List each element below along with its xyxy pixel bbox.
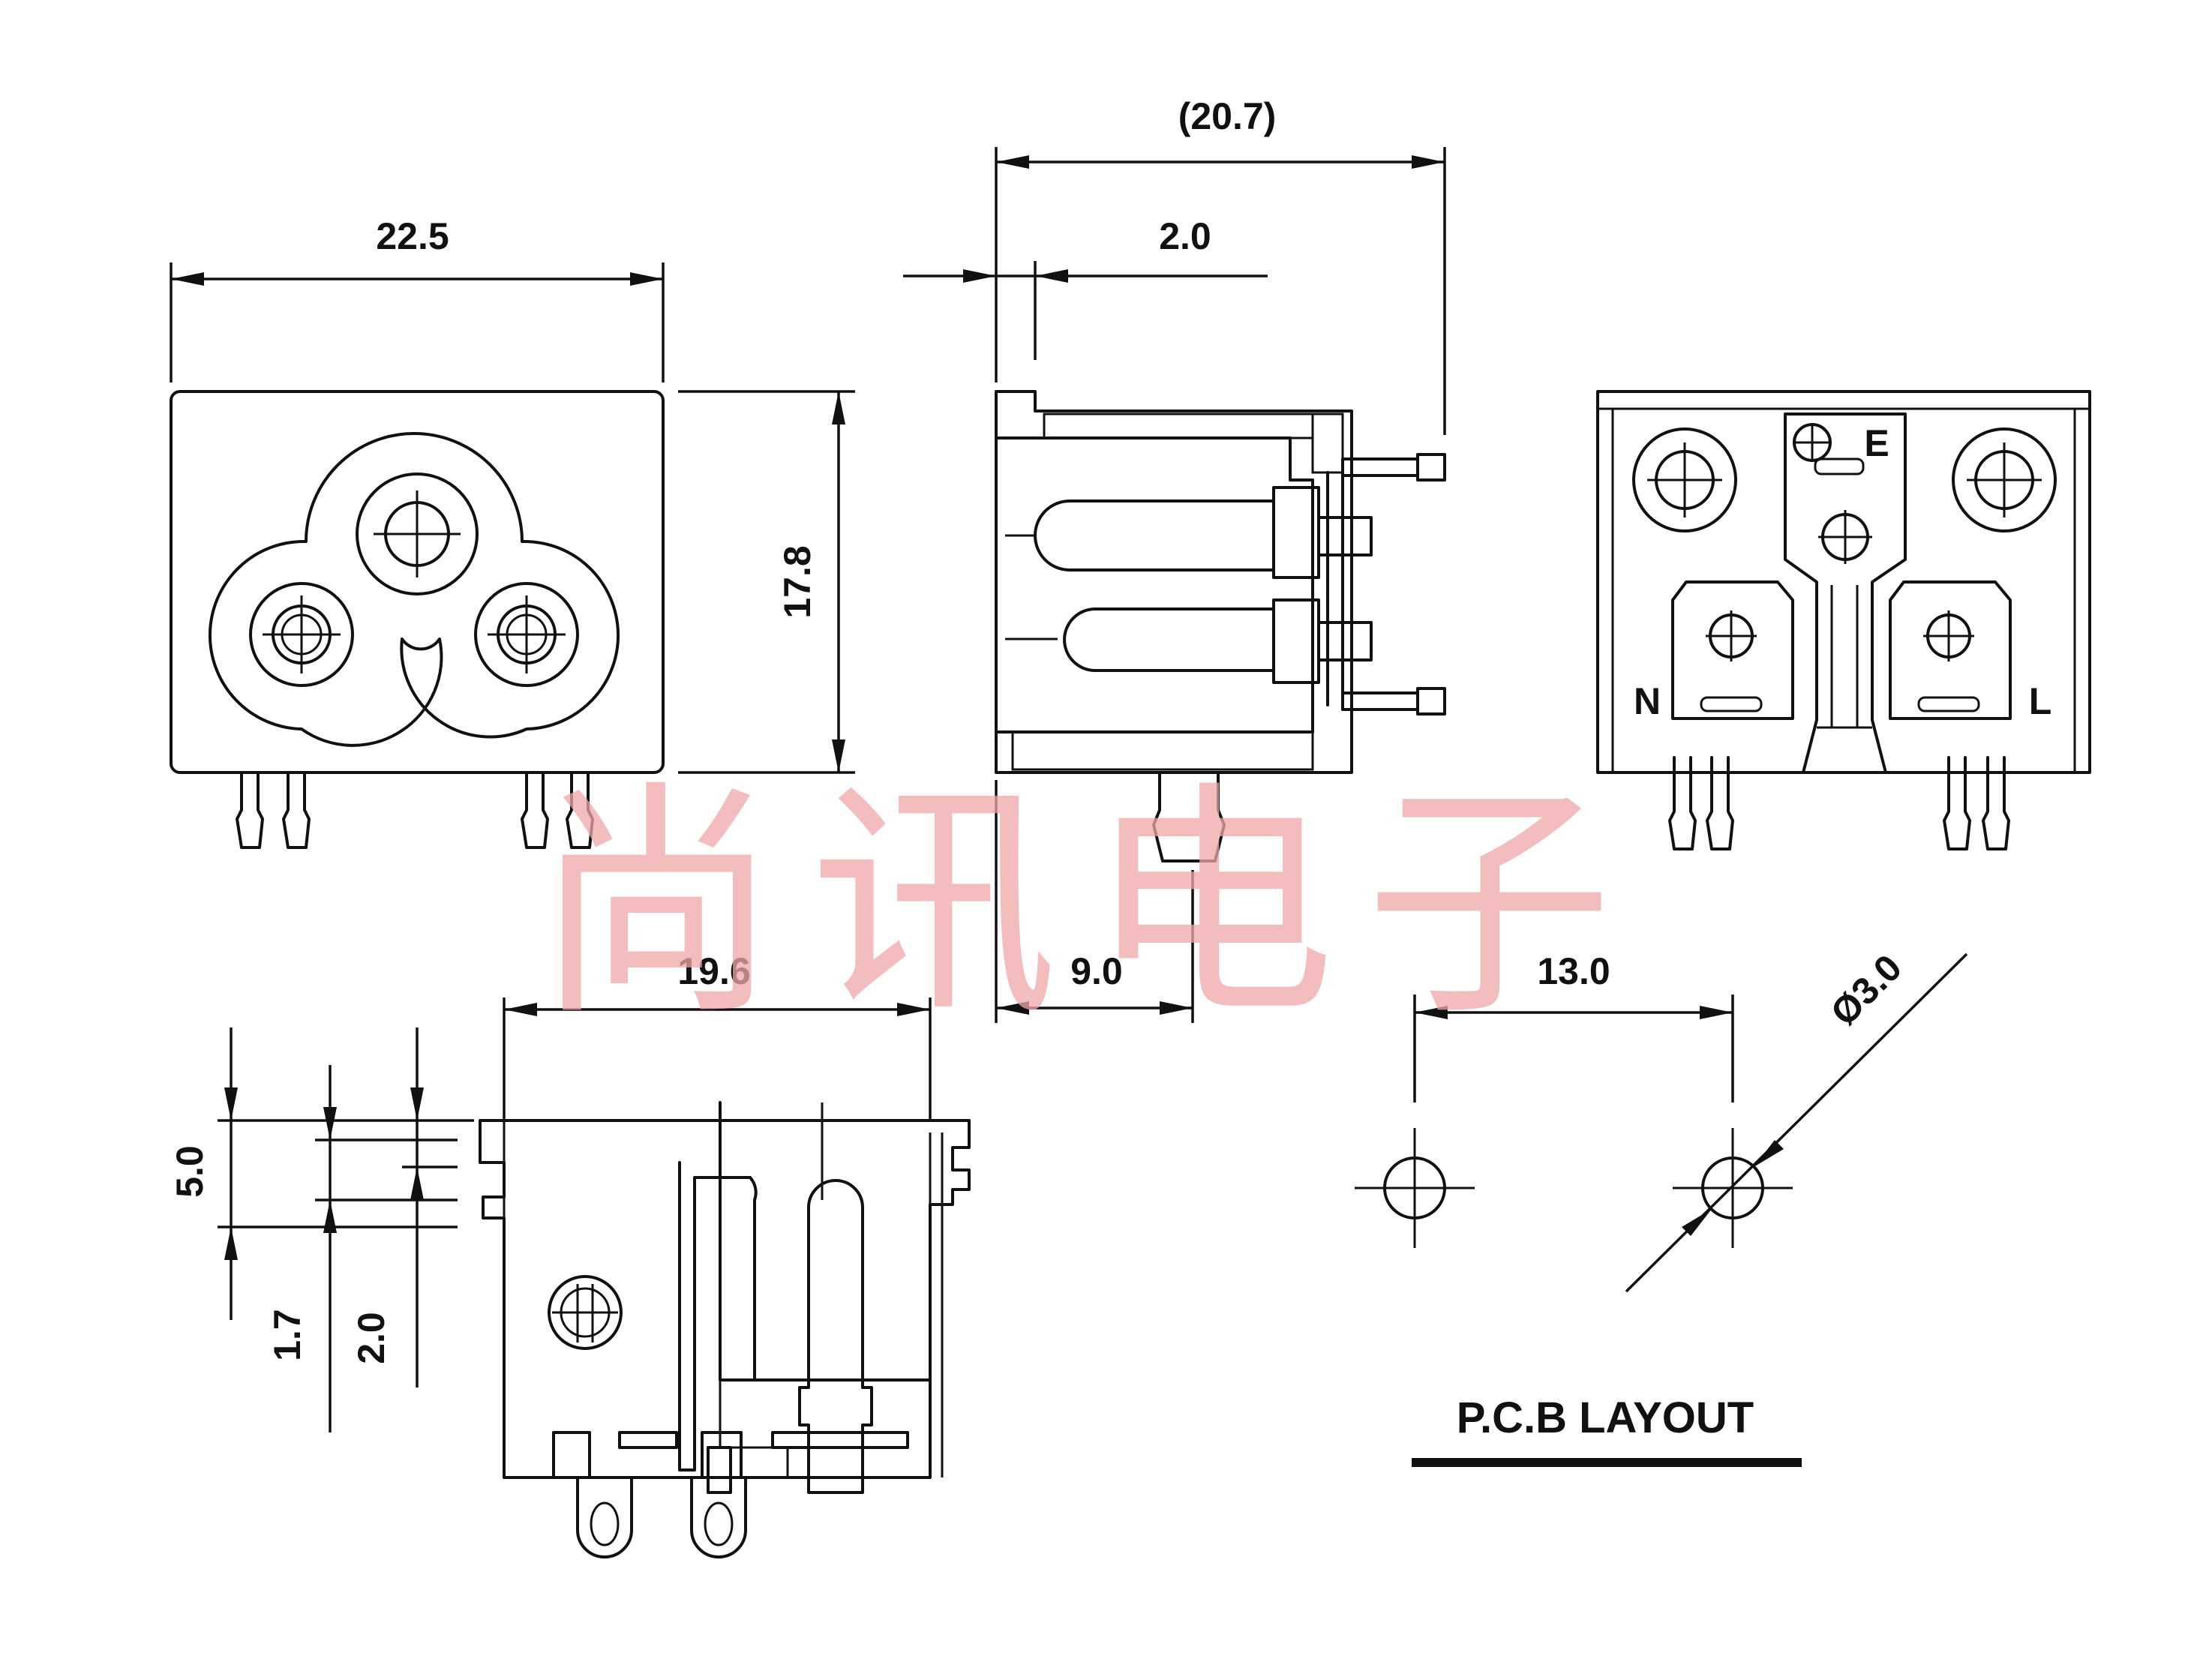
bottom-height-dimension: 5.0: [169, 1028, 474, 1320]
pcb-hole-diameter-label: Ø3.0: [1823, 946, 1910, 1034]
bottom-width-label: 19.6: [677, 950, 750, 992]
pcb-hole-diameter-dimension: Ø3.0: [1625, 946, 1968, 1293]
front-width-dimension: 22.5: [170, 215, 665, 382]
side-flange-label: 2.0: [1159, 215, 1211, 257]
bottom-width-dimension: 19.6: [503, 950, 932, 1120]
lower-rear-terminal: [1341, 692, 1419, 711]
line-terminal: [1889, 580, 2012, 720]
line-terminal-label: L: [2029, 680, 2052, 722]
watermark-text: 尚讯电子: [533, 760, 1643, 1048]
front-housing-outline: [170, 390, 665, 774]
earth-terminal-label: E: [1864, 422, 1889, 464]
side-depth-label: (20.7): [1178, 95, 1277, 137]
upper-contact-pin: [1034, 500, 1275, 572]
bottom-loop-right: [690, 1476, 747, 1558]
neutral-terminal-label: N: [1634, 680, 1661, 722]
side-housing-outline: [995, 390, 1353, 774]
bottom-offset-a-label: 1.7: [266, 1309, 308, 1361]
bottom-height-label: 5.0: [169, 1145, 211, 1198]
front-height-label: 17.8: [776, 545, 818, 618]
bottom-offset-b-label: 2.0: [350, 1312, 392, 1364]
side-flange-dimension: 2.0: [903, 215, 1268, 360]
front-width-label: 22.5: [376, 215, 449, 257]
lower-contact-pin: [1063, 608, 1275, 672]
socket-clover-outline: [208, 432, 620, 747]
bottom-loop-left: [576, 1476, 633, 1558]
bottom-offset-a-dimension: 1.7: [266, 1065, 458, 1432]
pcb-pitch-label: 13.0: [1537, 950, 1610, 992]
side-section-view: (20.7) 2.0 9.0: [903, 95, 1446, 1023]
earth-screw: [548, 1275, 623, 1350]
front-height-dimension: 17.8: [678, 390, 855, 774]
upper-rear-terminal: [1341, 458, 1419, 477]
earth-terminal: [1784, 412, 1907, 774]
pcb-pitch-dimension: 13.0: [1413, 950, 1734, 1102]
neutral-socket-ring: [249, 582, 354, 687]
line-socket-ring: [474, 582, 579, 687]
neutral-terminal: [1671, 580, 1794, 720]
side-pin-offset-label: 9.0: [1070, 950, 1123, 992]
pcb-layout-title: P.C.B LAYOUT: [1457, 1394, 1754, 1442]
rear-view: E N L: [1596, 390, 2091, 850]
bottom-housing-outline: [479, 1119, 971, 1479]
bottom-section-view: 19.6 5.0 1.7 2.0: [169, 950, 971, 1558]
bottom-contact-pin: [798, 1179, 873, 1494]
side-pin-offset-dimension: 9.0: [995, 780, 1194, 1023]
side-depth-dimension: (20.7): [995, 95, 1446, 435]
side-peg: [1152, 771, 1226, 862]
front-view: 22.5 17.8: [170, 215, 855, 849]
front-pins: [236, 772, 594, 849]
earth-socket-ring: [356, 472, 479, 596]
bottom-offset-b-dimension: 2.0: [350, 1028, 458, 1388]
